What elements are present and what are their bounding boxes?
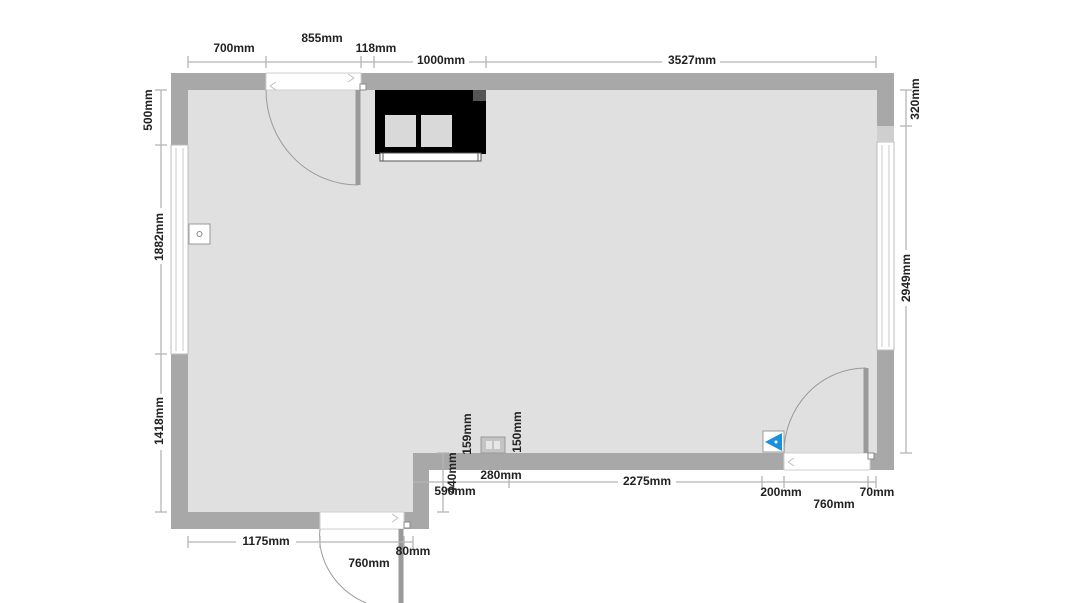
dim-mid-440: 440mm xyxy=(445,452,459,493)
window-right[interactable] xyxy=(876,141,895,351)
dim-left-1418: 1418mm xyxy=(152,397,166,445)
floor-area xyxy=(188,90,877,512)
door-top[interactable] xyxy=(265,72,367,186)
dim-left-500: 500mm xyxy=(141,89,155,130)
dim-bottom-760: 760mm xyxy=(348,556,389,570)
door-bottom-right[interactable] xyxy=(783,367,875,471)
dim-mid-2275: 2275mm xyxy=(623,474,671,488)
dim-top-1000: 1000mm xyxy=(417,53,465,67)
dim-left-1882: 1882mm xyxy=(152,213,166,261)
door-bottom-left[interactable] xyxy=(319,511,411,603)
dim-mid-760: 760mm xyxy=(813,497,854,511)
dim-right-320: 320mm xyxy=(908,78,922,119)
two-seat-sofa-icon[interactable] xyxy=(375,90,486,162)
dim-mid-150: 150mm xyxy=(510,411,524,452)
dim-top-700: 700mm xyxy=(213,41,254,55)
dim-mid-280: 280mm xyxy=(480,468,521,482)
dim-top-118: 118mm xyxy=(356,41,397,55)
light-switch-icon[interactable] xyxy=(480,436,506,454)
dim-mid-200: 200mm xyxy=(760,485,801,499)
wall-socket-icon[interactable] xyxy=(188,223,211,245)
dim-top-855: 855mm xyxy=(301,31,342,45)
dim-mid-159: 159mm xyxy=(460,413,474,454)
room xyxy=(171,73,894,529)
dimension-labels: 700mm 855mm 118mm 1000mm 3527mm 320mm 29… xyxy=(141,31,922,570)
dim-right-2949: 2949mm xyxy=(899,254,913,302)
dim-mid-590: 590mm xyxy=(434,484,475,498)
window-right-upper[interactable] xyxy=(877,126,894,142)
dim-bottom-1175: 1175mm xyxy=(242,534,289,548)
wall-lamp-icon[interactable] xyxy=(762,430,785,453)
dim-bottom-80: 80mm xyxy=(396,544,431,558)
window-left[interactable] xyxy=(170,144,189,355)
dim-top-3527: 3527mm xyxy=(668,53,716,67)
dim-mid-70: 70mm xyxy=(860,485,895,499)
